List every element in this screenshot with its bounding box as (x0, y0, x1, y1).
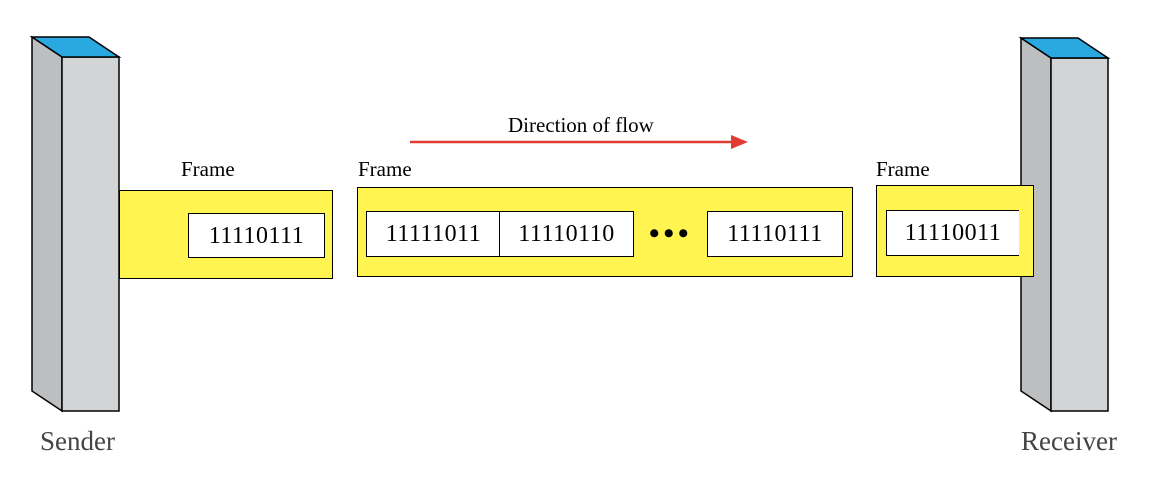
link-ellipsis: ••• (649, 217, 693, 250)
receiver-frame-label: Frame (876, 157, 930, 181)
receiver-station-top (1018, 37, 1111, 59)
receiver-frame-bits: 11110011 (886, 210, 1020, 256)
link-bits-2: 11110110 (499, 211, 634, 257)
link-bits-1: 11111011 (366, 211, 501, 257)
sender-station-side (31, 35, 63, 413)
receiver-station-front (1050, 57, 1109, 412)
flow-label: Direction of flow (508, 113, 654, 137)
sender-frame-bits: 11110111 (188, 213, 325, 258)
sender-station-top (29, 36, 122, 58)
sender-frame-label: Frame (181, 157, 235, 181)
receiver-label: Receiver (1021, 426, 1117, 456)
sender-label: Sender (40, 426, 115, 456)
receiver-frame-front-overlap (1019, 185, 1034, 277)
flow-arrow-head (731, 135, 748, 149)
link-frame-label: Frame (358, 157, 412, 181)
link-bits-3: 11110111 (707, 211, 843, 257)
sender-station-front (61, 56, 120, 412)
